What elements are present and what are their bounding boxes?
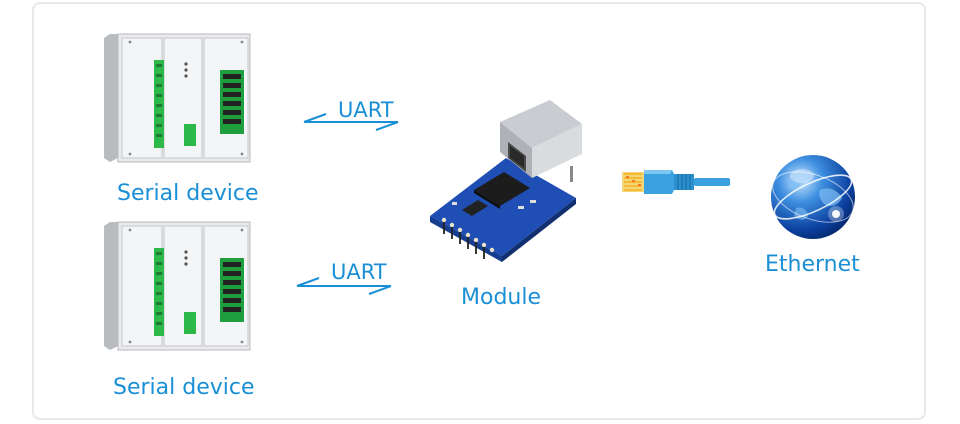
module-label: Module	[461, 285, 541, 310]
ethernet-cable-icon	[622, 170, 730, 194]
uart-link-2-arrow	[296, 277, 392, 295]
serial-device-2-image	[104, 221, 251, 351]
globe-icon	[771, 155, 855, 239]
serial-device-1-image	[104, 33, 251, 163]
serial-device-1-label: Serial device	[117, 181, 259, 206]
serial-device-2-label: Serial device	[113, 375, 255, 400]
uart-link-1-label: UART	[338, 98, 394, 122]
uart-link-1-arrow	[303, 113, 399, 131]
uart-link-2-label: UART	[331, 260, 387, 284]
module-image	[430, 100, 582, 262]
ethernet-label: Ethernet	[765, 252, 860, 277]
